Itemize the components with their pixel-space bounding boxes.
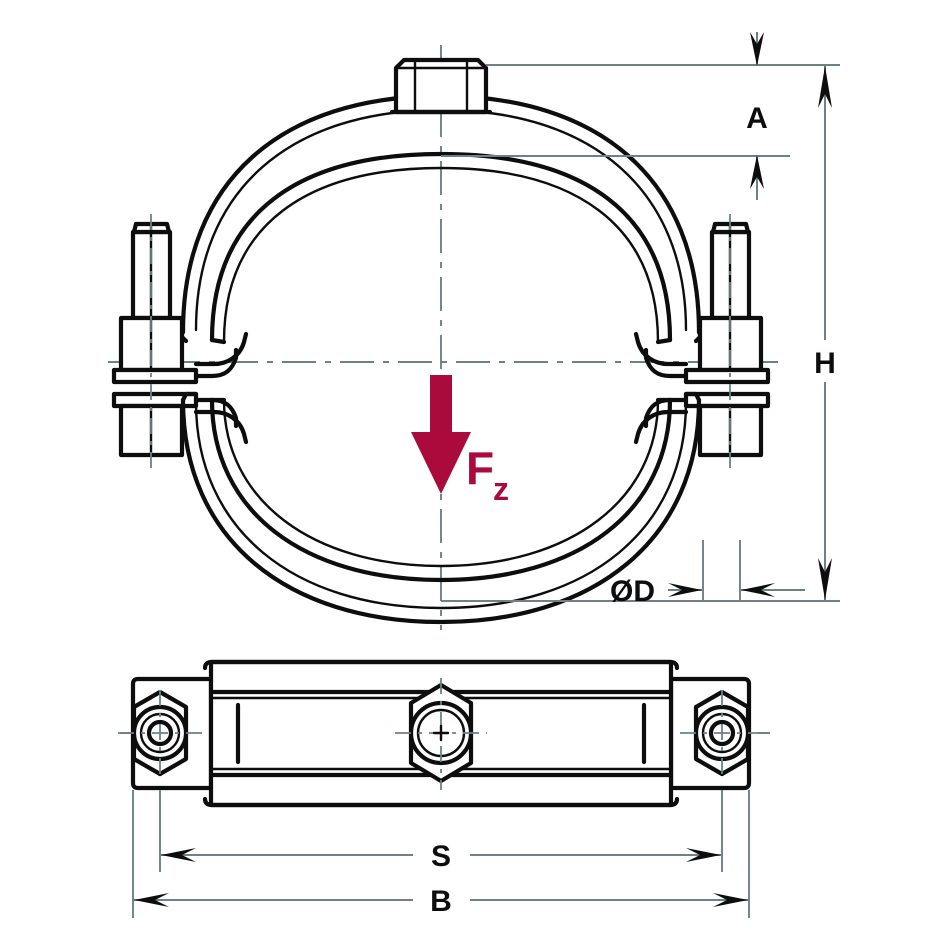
dim-b-arrow-left bbox=[134, 893, 169, 907]
dim-d-arrow-right bbox=[741, 583, 775, 597]
lower-shell-outer-arc bbox=[180, 397, 702, 625]
dim-b-arrow-right bbox=[713, 893, 748, 907]
dim-s-label: S bbox=[431, 840, 451, 873]
upper-liner-inner bbox=[222, 166, 660, 344]
force-arrow-head bbox=[411, 432, 471, 494]
left-flange-ear-upper-outer bbox=[193, 331, 249, 367]
bottom-band-bottom-rail bbox=[202, 796, 680, 808]
right-upper-washer bbox=[683, 367, 771, 385]
dimension-s: S bbox=[159, 790, 723, 873]
dim-a-arrow-upper bbox=[750, 32, 764, 66]
dim-h-label: H bbox=[814, 347, 836, 380]
dim-a-arrow-lower bbox=[750, 155, 764, 189]
bottom-centre-hex-nut bbox=[395, 678, 487, 790]
dimension-diameter: ØD bbox=[610, 540, 805, 608]
bottom-band-top-rail bbox=[202, 659, 680, 671]
dim-h-arrow-bottom bbox=[818, 558, 832, 600]
left-flange-ear-lower-outer bbox=[193, 409, 249, 445]
upper-liner-left-end bbox=[209, 337, 227, 345]
force-label-subscript: z bbox=[493, 471, 509, 507]
upper-liner-right-end bbox=[655, 337, 673, 345]
upper-inner-liner bbox=[209, 151, 673, 345]
lower-clamp-shell bbox=[180, 391, 702, 625]
force-annotation: F z bbox=[411, 375, 509, 507]
front-view-centre-lines bbox=[108, 45, 778, 630]
right-flange-ear-upper-outer bbox=[633, 331, 689, 367]
dim-s-arrow-left bbox=[161, 848, 196, 862]
right-flange-ear-lower-outer bbox=[633, 409, 689, 445]
dimension-a: A bbox=[441, 32, 840, 200]
lower-liner-inner bbox=[222, 398, 660, 568]
dim-s-arrow-right bbox=[686, 848, 721, 862]
bottom-view bbox=[118, 659, 770, 808]
bottom-right-hex-nut bbox=[680, 689, 764, 778]
dim-a-label: A bbox=[746, 102, 768, 135]
dim-b-label: B bbox=[430, 885, 452, 918]
top-hex-nut bbox=[389, 57, 493, 115]
force-label-symbol: F bbox=[466, 442, 494, 494]
lower-shell-outer-arc-2 bbox=[194, 400, 688, 610]
force-arrow-shaft bbox=[430, 375, 452, 440]
left-upper-washer bbox=[111, 367, 199, 385]
lower-shell-left-leg bbox=[180, 391, 199, 403]
dim-h-arrow-top bbox=[818, 66, 832, 108]
dimension-b: B bbox=[132, 790, 750, 918]
bottom-left-hex-nut bbox=[118, 689, 202, 778]
lower-liner-outer bbox=[209, 397, 673, 583]
lower-shell-right-leg bbox=[683, 391, 702, 403]
dim-d-label: ØD bbox=[610, 575, 655, 608]
dim-d-arrow-left bbox=[668, 583, 702, 597]
dimension-h: H bbox=[441, 65, 840, 602]
upper-liner-outer bbox=[209, 151, 673, 343]
right-bolt-assembly bbox=[633, 214, 771, 470]
